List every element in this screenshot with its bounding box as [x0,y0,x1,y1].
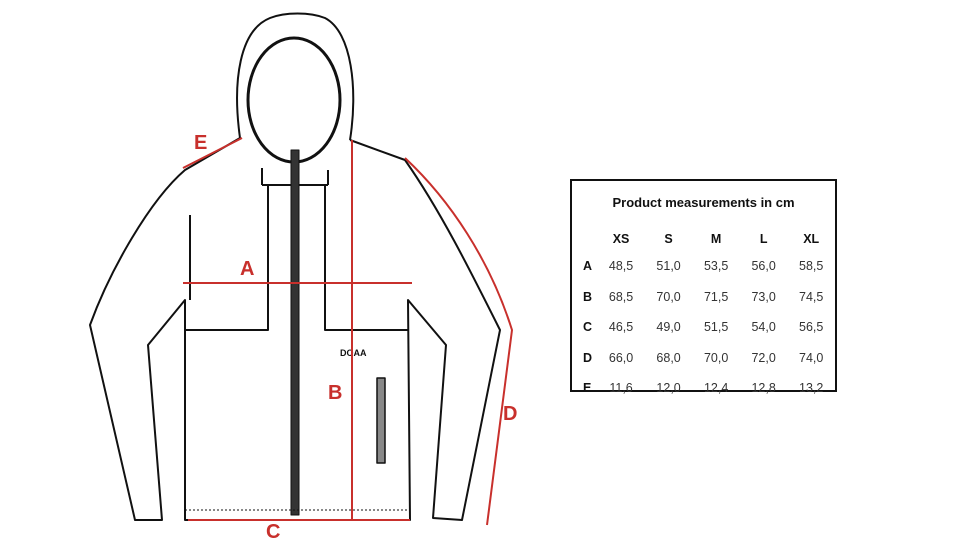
chest-pocket-zipper [376,377,386,464]
yoke-right [324,185,408,331]
table-row: C 46,5 49,0 51,5 54,0 56,5 [582,312,835,343]
label-a: A [240,258,255,280]
measurement-cell: 58,5 [799,259,824,274]
measurement-cell: 48,5 [608,259,634,274]
label-c: C [266,521,281,543]
table-row: B 68,5 70,0 71,5 73,0 74,5 [582,282,835,313]
size-header: L [759,232,768,246]
measurement-cell: 54,0 [751,320,776,335]
measurement-cell: 46,5 [608,320,634,335]
row-key: C [583,320,593,335]
row-key: E [583,381,592,396]
measurement-cell: 74,0 [799,350,824,365]
size-header: XL [803,232,820,246]
label-d: D [503,403,518,425]
measurement-cell: 72,0 [751,350,776,365]
table-row: D 66,0 68,0 70,0 72,0 74,0 [582,343,835,374]
measurement-cell: 13,2 [799,381,824,396]
hood-outline [236,12,355,141]
measurement-cell: 66,0 [608,350,634,365]
yoke-left [185,185,269,331]
body-right [295,139,501,521]
measurement-cell: 12,0 [656,381,681,396]
measurements-table: Product measurements in cm XS S M L XL A 48,5… [570,179,837,395]
measurement-cell: 11,6 [609,381,633,396]
row-key: B [583,289,593,304]
label-e: E [194,132,208,154]
measurement-cell: 53,5 [703,259,729,274]
row-key: A [583,259,593,274]
size-header: M [710,232,722,246]
measurement-cell: 56,0 [751,259,776,274]
measurement-cell: 74,5 [799,289,824,304]
table-row: E 11,6 12,0 12,4 12,8 13,2 [582,373,835,404]
measurement-cell: 70,0 [656,289,681,304]
measurement-cell: 71,5 [703,289,729,304]
measurement-cell: 12,4 [703,381,729,396]
measurement-cell: 51,0 [656,259,681,274]
measurement-cell: 51,5 [703,320,729,335]
size-header: S [664,232,673,246]
body-left [89,137,295,521]
table-header-row: XS S M L XL [582,227,835,251]
row-key: D [583,350,593,365]
measurement-cell: 73,0 [751,289,776,304]
face-opening [246,36,342,164]
zipper [290,149,300,516]
measurement-cell: 68,5 [608,289,634,304]
measure-line-d [404,157,514,526]
measurement-cell: 70,0 [703,350,729,365]
measurement-cell: 12,8 [751,381,776,396]
table-row: A 48,5 51,0 53,5 56,0 58,5 [582,251,835,282]
size-header: XS [612,232,630,246]
measurement-cell: 56,5 [799,320,824,335]
measure-line-e [182,137,243,169]
measurement-cell: 49,0 [656,320,681,335]
table-title: Product measurements in cm [612,195,795,210]
label-b: B [328,382,343,404]
measurement-cell: 68,0 [656,350,681,365]
logo: DOAA [340,348,367,358]
